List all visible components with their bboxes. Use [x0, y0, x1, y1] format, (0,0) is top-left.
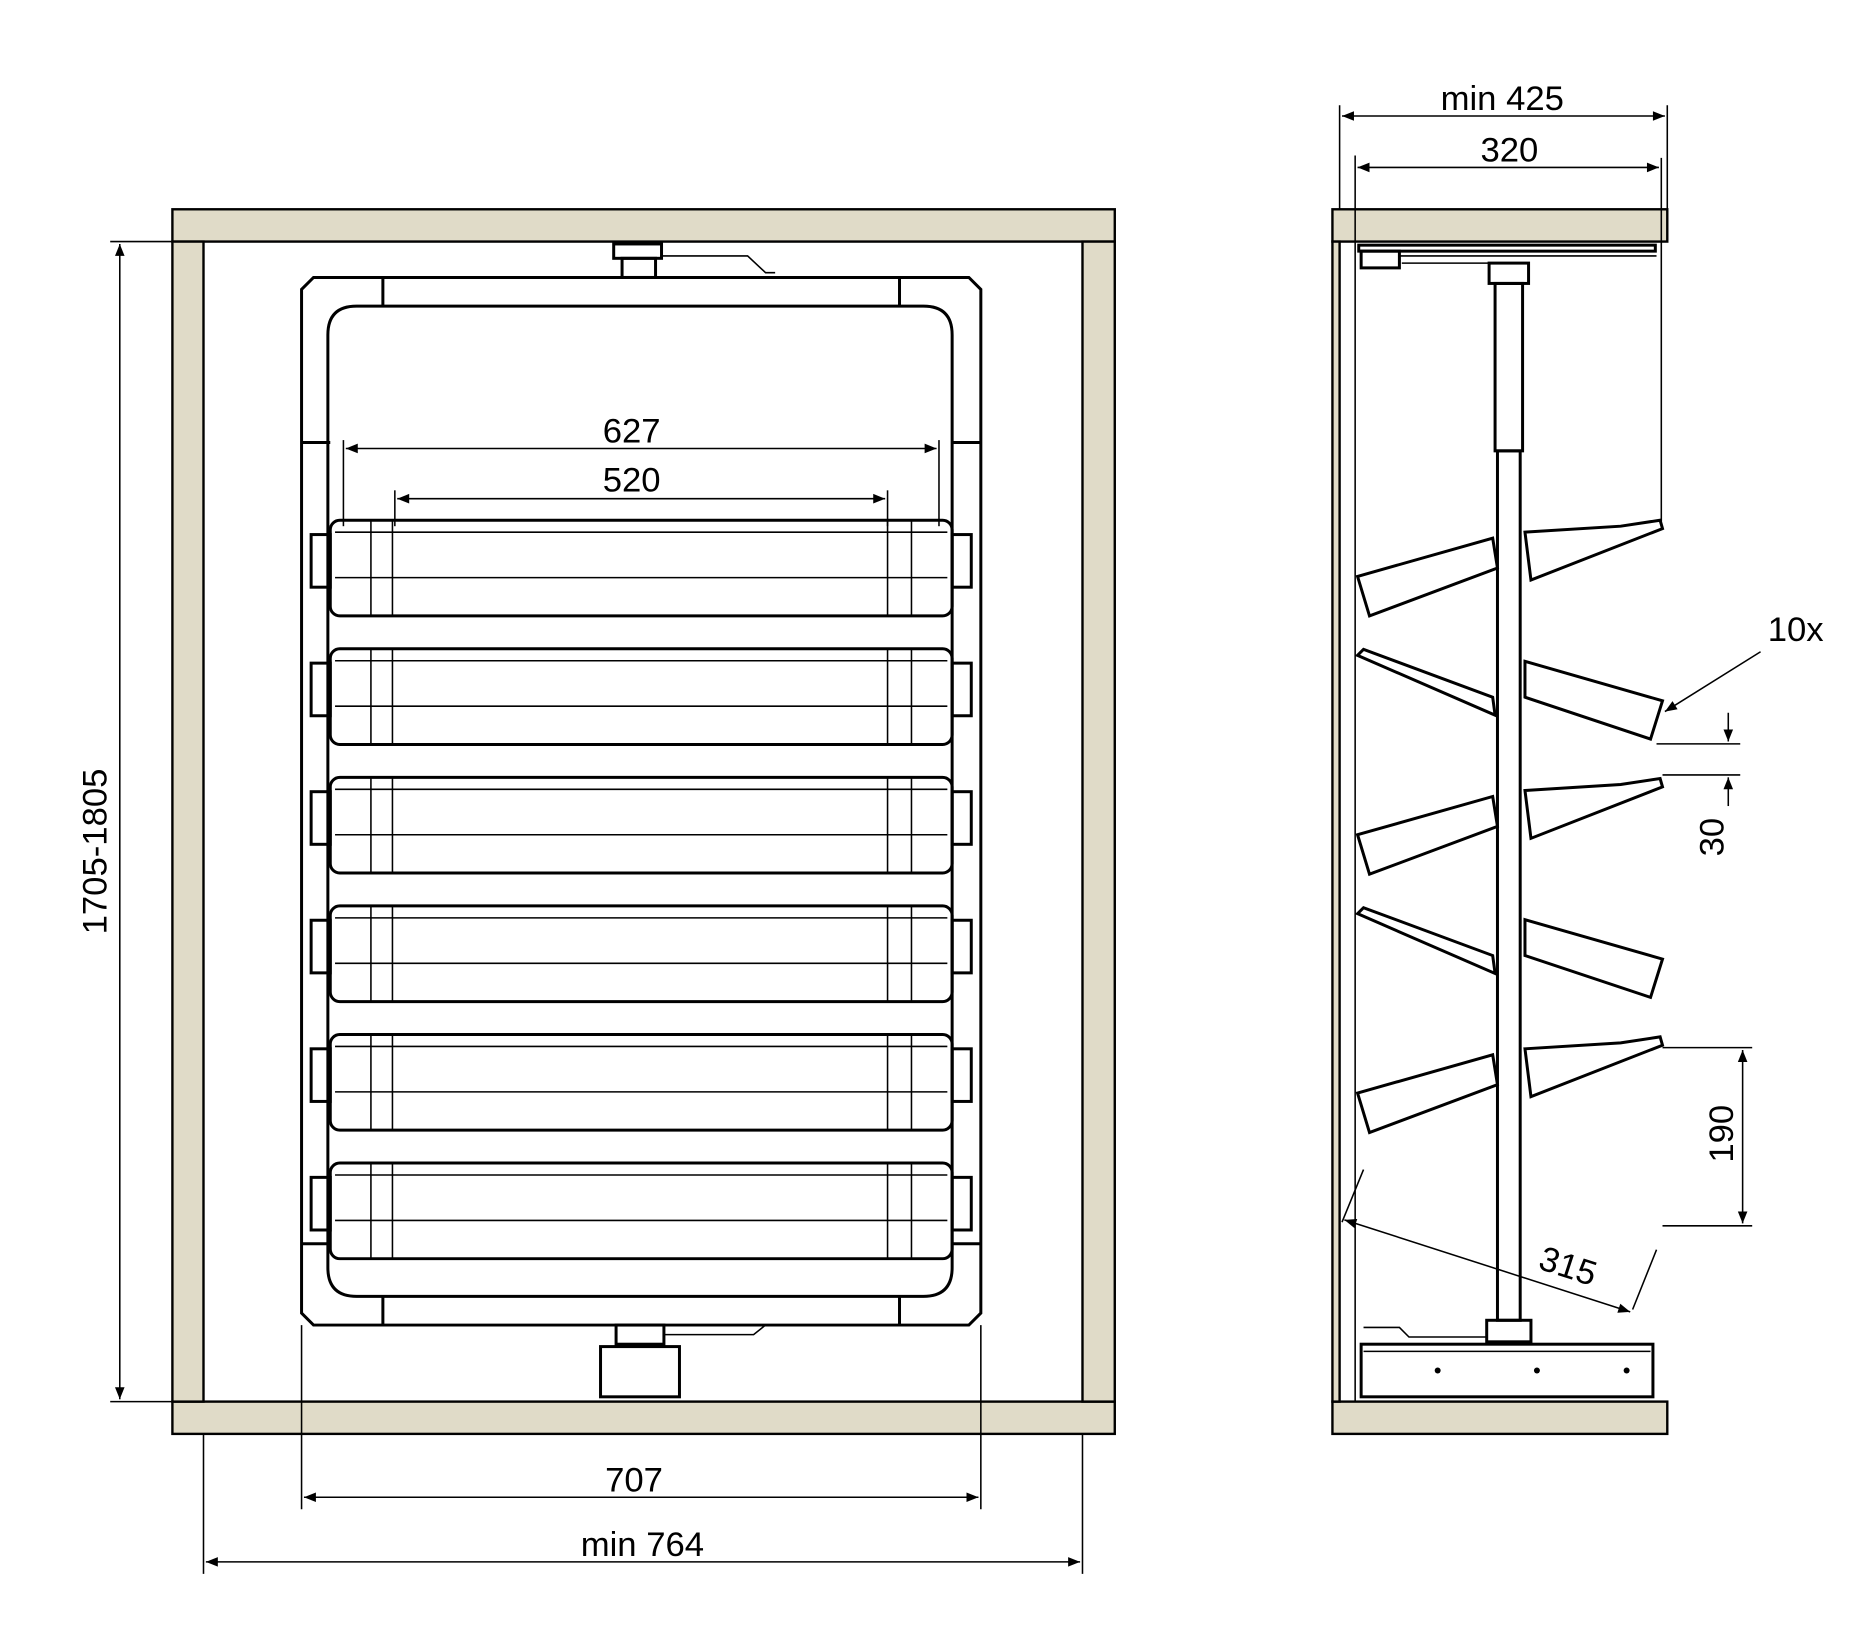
dimension-707: 707	[300, 1325, 982, 1510]
dimension-520: 520	[394, 462, 889, 527]
dimension-315: 315	[1341, 1169, 1658, 1313]
dimension-label-190: 190	[1703, 1105, 1741, 1163]
shoe-arm	[1523, 776, 1665, 841]
shoe-arm	[1523, 659, 1665, 741]
basket	[309, 518, 973, 618]
front-view: 627 520 707 min 764 1705-1805	[77, 208, 1116, 1574]
dimension-label-707: 707	[605, 1461, 663, 1499]
dimension-label-320: 320	[1480, 131, 1538, 169]
dimension-min-425: min 425	[1342, 80, 1665, 121]
quantity-callout: 10x	[1664, 611, 1824, 713]
basket	[309, 1161, 973, 1261]
dimension-label-315: 315	[1534, 1240, 1601, 1294]
dimension-320: 320	[1357, 131, 1659, 173]
shoe-arm	[1355, 794, 1500, 877]
rotating-frame	[300, 275, 983, 1399]
dimension-label-520: 520	[603, 462, 661, 500]
base-unit	[1359, 1326, 1655, 1399]
dimension-height: 1705-1805	[77, 240, 173, 1403]
shoe-arm	[1523, 1035, 1665, 1099]
shoe-arm	[1355, 1052, 1500, 1135]
quantity-label: 10x	[1768, 611, 1824, 649]
shoe-arm	[1354, 905, 1497, 976]
top-bearing	[612, 242, 776, 279]
basket	[309, 1032, 973, 1132]
dimension-190: 190	[1662, 1046, 1753, 1227]
shoe-arm	[1354, 647, 1497, 718]
shoe-arm	[1523, 518, 1665, 583]
cabinet-side	[1331, 208, 1669, 1436]
dimension-label-30: 30	[1693, 818, 1731, 857]
top-rail	[1357, 243, 1657, 285]
dimension-label-627: 627	[603, 412, 661, 450]
center-pole	[1485, 281, 1533, 1344]
dimension-min-764: min 764	[202, 1433, 1084, 1574]
basket	[309, 647, 973, 746]
dimension-label-height: 1705-1805	[77, 769, 115, 935]
shoe-arm	[1523, 917, 1665, 1000]
basket	[309, 904, 973, 1004]
shoe-arm	[1355, 536, 1500, 618]
cabinet-front	[171, 208, 1116, 1436]
dimension-627: 627	[342, 412, 940, 527]
side-view: min 425 320 10x 30 190 315	[1331, 80, 1824, 1436]
dimension-30: 30	[1656, 712, 1741, 857]
basket	[309, 775, 973, 875]
dimension-label-min-764: min 764	[581, 1526, 704, 1564]
dimension-label-min-425: min 425	[1441, 80, 1564, 118]
basket-list	[309, 518, 973, 1261]
arm-list	[1354, 518, 1665, 1135]
